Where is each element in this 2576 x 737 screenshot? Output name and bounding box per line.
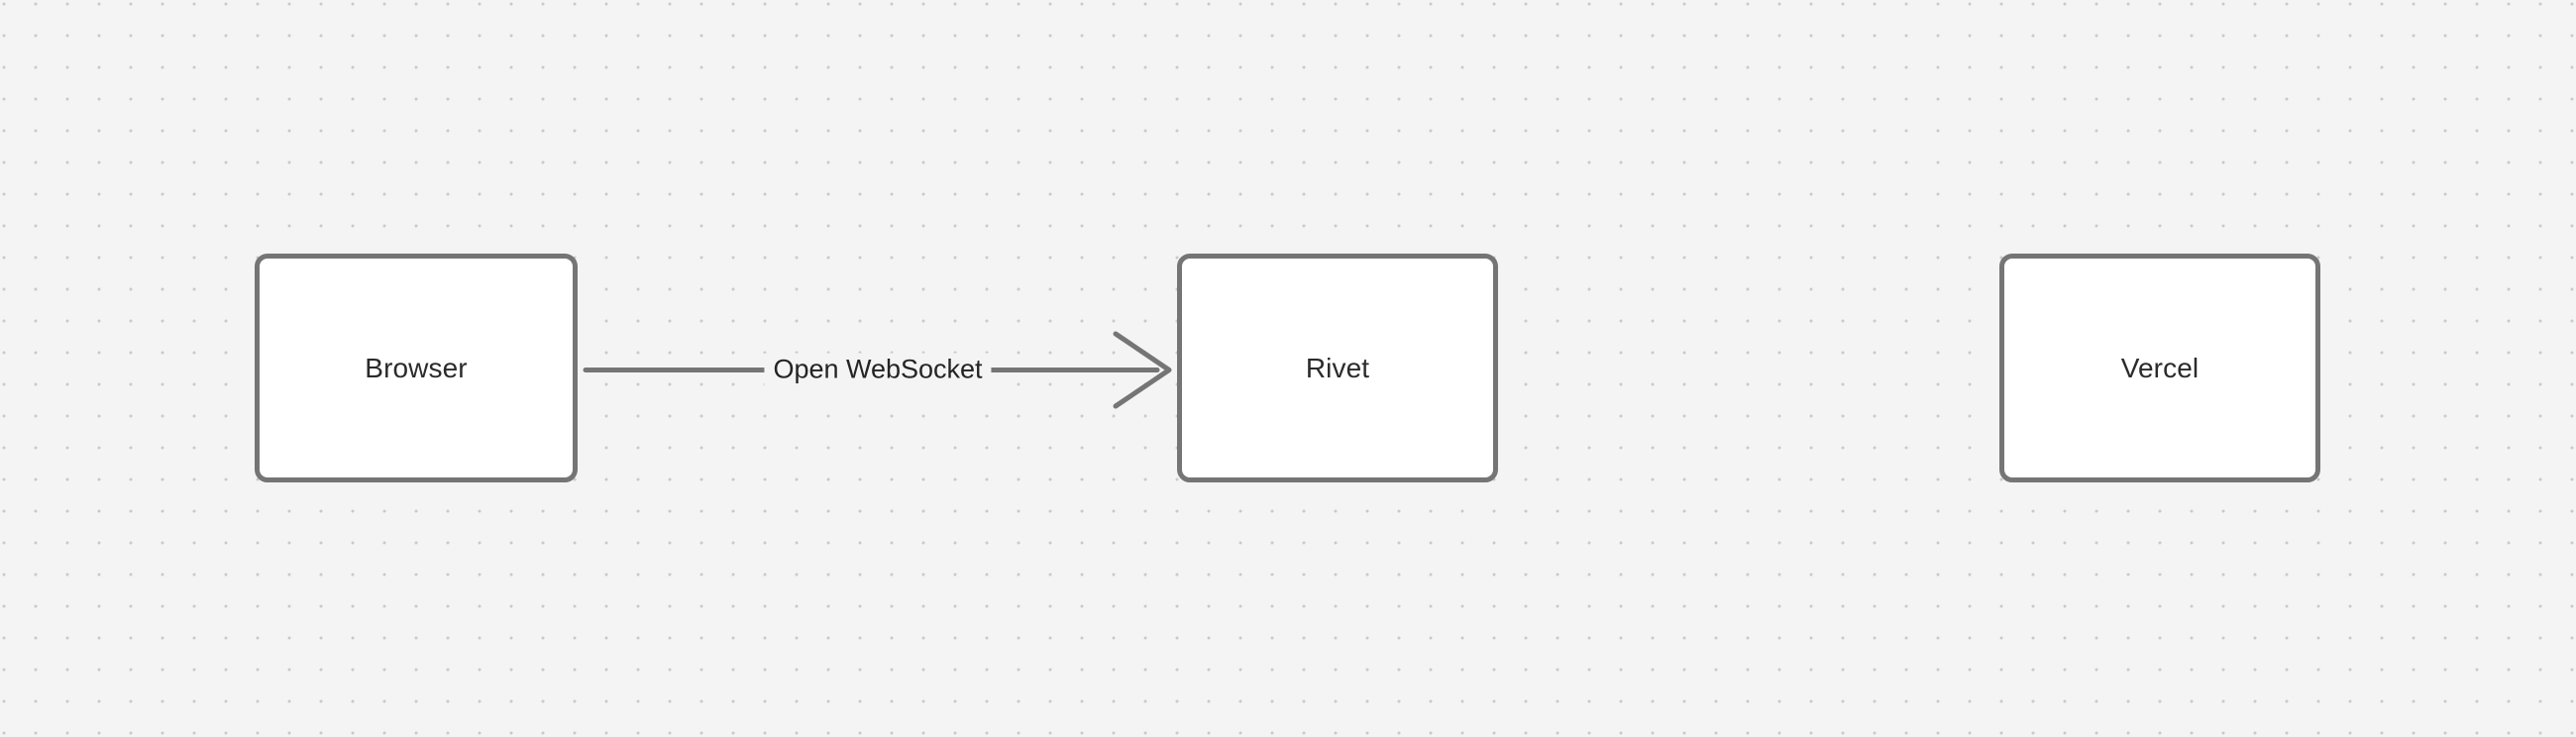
node-vercel[interactable]: Vercel — [1999, 254, 2320, 482]
node-browser-label: Browser — [365, 352, 468, 383]
arrowhead-icon — [1113, 331, 1172, 409]
node-rivet-label: Rivet — [1305, 352, 1370, 383]
node-browser[interactable]: Browser — [255, 254, 578, 482]
node-rivet[interactable]: Rivet — [1177, 254, 1498, 482]
edge-label-open-websocket: Open WebSocket — [764, 353, 992, 386]
node-vercel-label: Vercel — [2120, 352, 2200, 383]
